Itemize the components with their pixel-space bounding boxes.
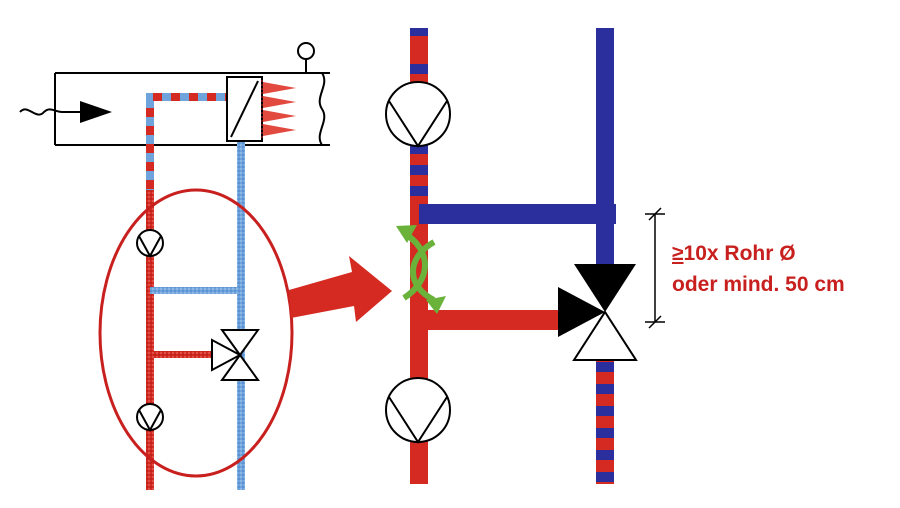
flow-arrow-icon [396, 225, 446, 314]
mixed-pipe [596, 360, 614, 484]
supply-branch-pipe [419, 310, 569, 330]
pump-icon [136, 229, 164, 259]
pump-icon [136, 403, 164, 433]
zoom-arrow [289, 256, 392, 322]
air-duct [54, 72, 330, 146]
note-line-2: oder mind. 50 cm [672, 273, 845, 296]
left-schematic [19, 42, 330, 490]
pump-icon [385, 81, 451, 148]
pipe-distance-note: ≥10x Rohr Ø oder mind. 50 cm [672, 238, 845, 300]
return-pipe [596, 28, 614, 288]
note-line-1: ≥10x Rohr Ø [672, 238, 845, 269]
dimension-marker [645, 207, 665, 329]
pump-icon [385, 377, 451, 444]
highlight-ellipse [98, 188, 294, 478]
right-detail [385, 28, 665, 484]
greater-equal-symbol: ≥ [672, 242, 684, 265]
heat-exchanger-coil [226, 76, 296, 142]
three-way-valve-icon [211, 329, 260, 381]
three-way-valve-icon [558, 264, 638, 361]
left-pipes [146, 93, 245, 490]
temperature-sensor [292, 42, 315, 74]
return-branch-pipe [419, 204, 616, 224]
air-flow-arrow [19, 101, 112, 123]
flow-arrow-icon [402, 230, 436, 303]
note-line-1-text: 10x Rohr Ø [683, 242, 796, 265]
